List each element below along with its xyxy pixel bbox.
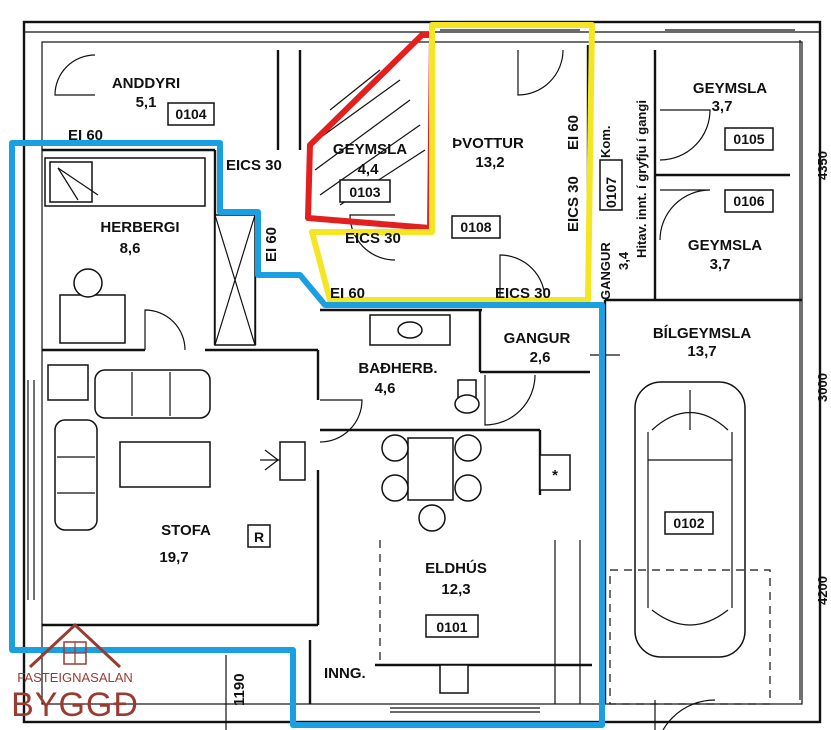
room-stofa: STOFA 19,7 R [159, 522, 271, 566]
room-name: ANDDYRI [112, 75, 180, 92]
fridge-mark: * [552, 467, 558, 484]
room-name: GEYMSLA [693, 80, 767, 97]
room-name: ELDHÚS [425, 559, 487, 577]
room-area: 2,6 [530, 349, 551, 366]
toilet [454, 379, 480, 414]
room-geymsla-0105: GEYMSLA 3,7 0105 [693, 80, 774, 151]
logo-line1: FASTEIGNASALAN [17, 670, 133, 685]
fire-label-partial: EI 60 [330, 285, 365, 302]
tv-unit [260, 441, 306, 481]
room-code: 0105 [733, 131, 764, 147]
room-code: 0107 [603, 177, 619, 208]
room-name: GANGUR [504, 330, 571, 347]
room-badherb: BAÐHERB. 4,6 [358, 360, 437, 397]
room-eldhus: ELDHÚS 12,3 0101 * [425, 467, 558, 638]
room-gangur: GANGUR 2,6 [504, 330, 571, 366]
room-name: ÞVOTTUR [452, 135, 524, 152]
interior-walls [42, 45, 802, 704]
fire-label-eics30: EICS 30 [565, 176, 582, 232]
room-code: 0106 [733, 193, 764, 209]
room-area: 4,6 [375, 380, 396, 397]
room-kom: Kom. [598, 126, 613, 159]
room-code: 0101 [436, 619, 467, 635]
wardrobe [214, 214, 256, 346]
room-name: BÍLGEYMSLA [653, 325, 752, 342]
room-name: GANGUR [598, 242, 613, 300]
room-name: STOFA [161, 522, 211, 539]
room-name: INNG. [324, 665, 366, 682]
fire-label-eics30-bottom: EICS 30 [495, 285, 551, 302]
room-area: 8,6 [120, 240, 141, 257]
fire-label-ei60: EI 60 [565, 115, 582, 150]
bed [44, 157, 206, 207]
room-name: BAÐHERB. [358, 360, 437, 377]
windows [27, 29, 795, 713]
highlight-yellow [309, 22, 595, 303]
room-area: 5,1 [136, 94, 157, 111]
room-area: 3,4 [616, 251, 631, 270]
room-area: 3,7 [710, 256, 731, 273]
r-mark: R [254, 529, 264, 545]
room-area: 19,7 [159, 549, 188, 566]
room-bilgeymsla: BÍLGEYMSLA 13,7 0102 [653, 325, 752, 535]
dimension-3000: 3000 [815, 373, 830, 402]
room-geymsla-0103: GEYMSLA 4,4 0103 EICS 30 [333, 141, 407, 247]
room-code: 0104 [175, 106, 206, 122]
sink [369, 314, 451, 346]
room-area: 3,7 [712, 98, 733, 115]
logo-line2: BYGGÐ [11, 686, 139, 724]
room-name: HERBERGI [100, 219, 179, 236]
fire-label: EICS 30 [345, 230, 401, 247]
room-code: 0108 [460, 219, 491, 235]
dining-table [381, 434, 482, 532]
room-geymsla-0106: 0106 GEYMSLA 3,7 [688, 189, 774, 273]
dimensions: 4350 3000 4200 1190 [225, 40, 830, 730]
logo: FASTEIGNASALAN BYGGÐ [11, 622, 139, 724]
coffee-table [119, 441, 211, 488]
shower-unit [439, 664, 469, 694]
room-area: 13,2 [475, 154, 504, 171]
fire-label-eics30-herbergi: EICS 30 [226, 157, 282, 174]
kitchen-counter [539, 454, 571, 491]
room-code: 0102 [673, 515, 704, 531]
door-swings [54, 49, 716, 730]
desk [59, 268, 126, 344]
room-note: Hitav. innt. í gryfju í gangi [634, 100, 649, 258]
room-name: GEYMSLA [688, 237, 762, 254]
room-name: GEYMSLA [333, 141, 407, 158]
room-area: 12,3 [441, 581, 470, 598]
highlight-blue [9, 140, 605, 728]
room-herbergi: HERBERGI 8,6 [100, 219, 179, 257]
fire-label: EI 60 [68, 127, 103, 144]
garage-door-outline [609, 569, 771, 705]
sofa [47, 364, 211, 531]
room-inng: INNG. [324, 665, 366, 682]
room-anddyri: ANDDYRI 5,1 0104 EI 60 [68, 75, 215, 144]
room-area: 13,7 [687, 343, 716, 360]
room-gangur-0107: GANGUR 3,4 0107 Hitav. innt. í gryfju í … [598, 100, 649, 300]
room-area: 4,4 [358, 161, 380, 178]
room-code: 0103 [349, 184, 380, 200]
fire-label-ei60-corridor: EI 60 [263, 227, 280, 262]
dimension-4350: 4350 [815, 151, 830, 180]
room-thvottur: ÞVOTTUR 13,2 0108 EI 60 EICS 30 EICS 30 … [330, 115, 582, 302]
dimension-4200: 4200 [815, 576, 830, 605]
dimension-1190: 1190 [231, 673, 248, 706]
